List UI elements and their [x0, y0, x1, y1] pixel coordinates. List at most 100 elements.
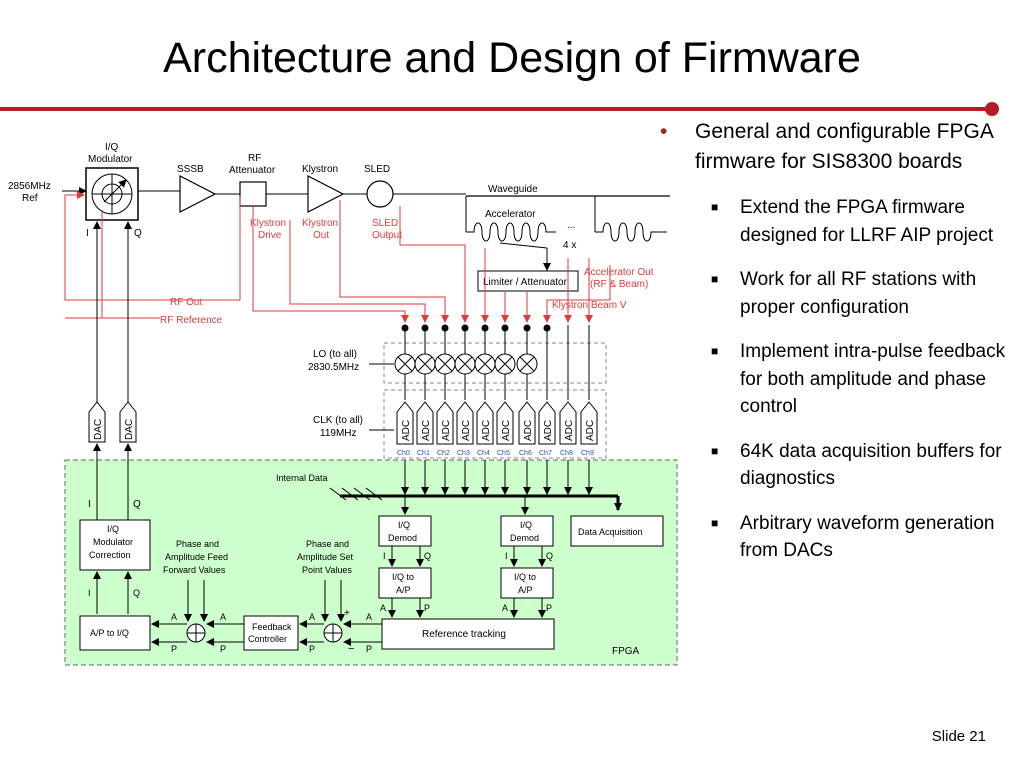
svg-text:P: P: [309, 644, 315, 654]
svg-text:DAC: DAC: [124, 419, 135, 440]
svg-text:+: +: [344, 608, 350, 619]
clk-label-2: 119MHz: [320, 428, 357, 439]
accel-out-label-1: Accelerator Out: [584, 267, 654, 278]
svg-text:A: A: [309, 612, 315, 622]
channel-label: Ch5: [497, 450, 510, 457]
adc-label: ADC: [501, 420, 512, 441]
rf-out-label: RF Out: [170, 297, 202, 308]
svg-text:I: I: [88, 499, 91, 510]
reference-tracking-box: [381, 618, 555, 650]
square-bullet-icon: ■: [711, 443, 719, 458]
internal-data-label: Internal Data: [276, 473, 328, 483]
channel-label: Ch2: [437, 450, 450, 457]
fpga-region: [64, 459, 678, 666]
adc-label: ADC: [564, 420, 575, 441]
rf-attenuator-label-1: RF: [248, 153, 261, 164]
adc-label: ADC: [585, 420, 596, 441]
adc-converter: [496, 401, 514, 445]
square-bullet-icon: ■: [711, 272, 719, 286]
svg-text:Amplitude Set: Amplitude Set: [297, 552, 354, 562]
ap-to-iq-label: A/P to I/Q: [90, 628, 129, 638]
accelerator-count: 4 x: [563, 240, 576, 251]
svg-text:P: P: [424, 603, 430, 613]
square-bullet-icon: ■: [711, 515, 719, 530]
svg-text:Controller: Controller: [248, 634, 287, 644]
mixer-block: [383, 342, 607, 384]
channel-label: Ch9: [581, 450, 594, 457]
svg-text:P: P: [546, 603, 552, 613]
title-rule-dot: [985, 102, 999, 116]
svg-text:Point Values: Point Values: [302, 565, 352, 575]
svg-text:Q: Q: [133, 499, 141, 510]
adc-converter: [436, 401, 454, 445]
sssb-amplifier: [179, 175, 217, 213]
svg-text:P: P: [171, 644, 177, 654]
firmware-architecture-diagram: FPGA 2856MHz Ref I/Q Modulator I Q SSSB …: [8, 142, 678, 666]
iq-mod-correction-box: [79, 519, 151, 571]
adc-label: ADC: [543, 420, 554, 441]
iq-mod-q-label: Q: [134, 228, 142, 239]
dac-right: DAC: [119, 401, 137, 443]
slide-number: Slide 21: [931, 728, 986, 745]
svg-text:I: I: [88, 588, 91, 598]
clk-label-1: CLK (to all): [313, 415, 363, 426]
accelerator-dots: ...: [567, 220, 575, 231]
title-rule: [0, 107, 990, 111]
svg-text:A: A: [502, 603, 508, 613]
iq-demod-box-2: [500, 515, 554, 547]
svg-text:Amplitude Feed: Amplitude Feed: [165, 552, 228, 562]
svg-text:Modulator: Modulator: [93, 537, 133, 547]
waveguide-label: Waveguide: [488, 184, 538, 195]
limiter-attenuator-box: [477, 270, 579, 292]
klystron-out-label-1: Klystron: [302, 218, 338, 229]
adc-label: ADC: [461, 420, 472, 441]
iq-modulator-label-1: I/Q: [105, 142, 119, 153]
adc-label: ADC: [421, 420, 432, 441]
accelerator-label: Accelerator: [485, 209, 536, 220]
slide-title: Architecture and Design of Firmware: [163, 34, 861, 82]
adc-converter: [559, 401, 577, 445]
svg-text:I/Q: I/Q: [520, 520, 532, 530]
adc-label: ADC: [441, 420, 452, 441]
adc-converter: [518, 401, 536, 445]
feedback-controller-box: [243, 615, 299, 651]
channel-label: Ch0: [397, 450, 410, 457]
svg-text:I/Q: I/Q: [398, 520, 410, 530]
lo-label-2: 2830.5MHz: [308, 362, 359, 373]
channel-label: Ch8: [560, 450, 573, 457]
svg-text:Phase and: Phase and: [176, 539, 219, 549]
channel-label: Ch3: [457, 450, 470, 457]
reference-tracking-label: Reference tracking: [422, 629, 506, 640]
sled-output-label-1: SLED: [372, 218, 398, 229]
klystron-amplifier: [307, 175, 345, 213]
dac-left: DAC: [88, 401, 106, 443]
klystron-drive-label-2: Drive: [258, 230, 282, 241]
adc-converter: [580, 401, 598, 445]
adc-block: [383, 389, 607, 459]
svg-text:A/P: A/P: [396, 585, 411, 595]
accelerator-coil-1: [466, 222, 556, 242]
fpga-label: FPGA: [612, 646, 640, 657]
channel-label: Ch7: [539, 450, 552, 457]
bullet-main: • General and configurable FPGA firmware…: [660, 117, 1010, 177]
klystron-label: Klystron: [302, 164, 338, 175]
sled-label: SLED: [364, 164, 390, 175]
rf-reference-label: RF Reference: [160, 315, 223, 326]
svg-text:A: A: [366, 612, 372, 622]
svg-text:P: P: [220, 644, 226, 654]
svg-text:I: I: [505, 551, 508, 561]
sled-output-label-2: Output: [372, 230, 402, 241]
adc-converter: [396, 401, 414, 445]
square-bullet-icon: ■: [711, 344, 719, 358]
channel-label: Ch4: [477, 450, 490, 457]
svg-text:A/P: A/P: [518, 585, 533, 595]
channel-label: Ch6: [519, 450, 532, 457]
svg-text:I/Q: I/Q: [107, 524, 119, 534]
adc-label: ADC: [401, 420, 412, 441]
adc-converter: [456, 401, 474, 445]
bullet-list: • General and configurable FPGA firmware…: [660, 117, 1010, 565]
rf-attenuator-box: [239, 181, 267, 207]
svg-text:I: I: [383, 551, 386, 561]
sub-bullet-4: ■ 64K data acquisition buffers for diagn…: [660, 438, 1010, 493]
svg-text:I/Q to: I/Q to: [514, 572, 536, 582]
